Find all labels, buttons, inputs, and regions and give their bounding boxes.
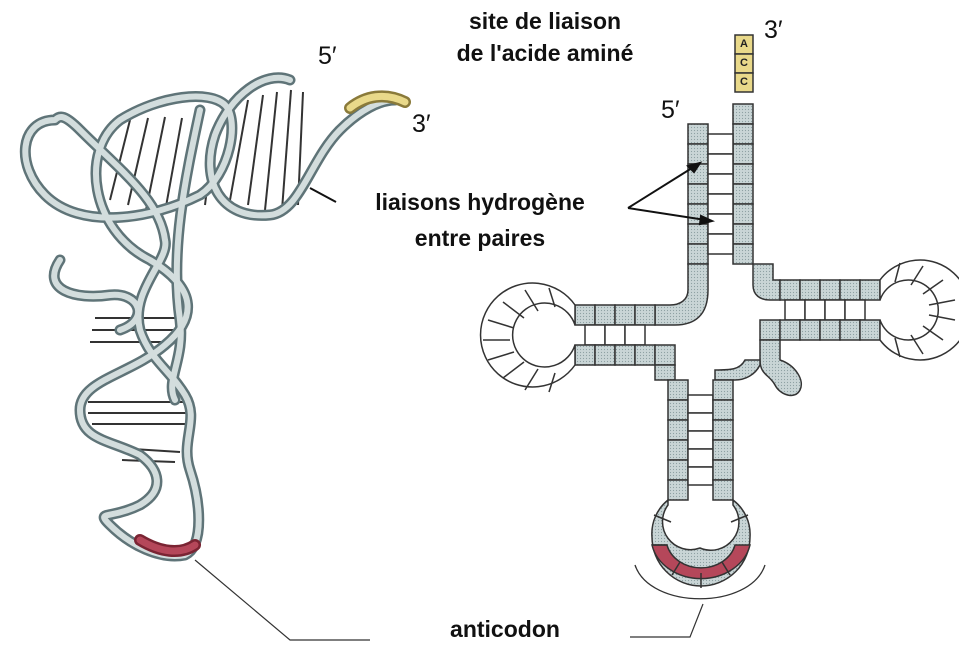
right-5prime-label: 5′ <box>661 98 680 123</box>
acceptor-stem-3prime <box>733 104 753 264</box>
d-loop <box>481 283 575 392</box>
aa-site-label-line1: site de liaison <box>425 10 665 33</box>
nucleotide-c1: C <box>735 54 753 73</box>
t-arm-pairs <box>785 300 865 320</box>
nucleotide-a: A <box>735 35 753 54</box>
trna-3d-model <box>25 78 405 640</box>
anticodon-label: anticodon <box>395 618 615 641</box>
d-arm-stem-top <box>575 305 655 325</box>
d-arm-stem-bottom <box>575 345 675 365</box>
nucleotide-c2: C <box>735 73 753 92</box>
anticodon-pointer-right <box>630 604 703 637</box>
t-loop <box>880 260 959 360</box>
anticodon-stem-pairs <box>688 395 713 485</box>
backbone-strands <box>25 78 395 556</box>
hbond-label-line2: entre paires <box>335 227 625 250</box>
variable-loop <box>760 340 801 395</box>
aa-site-label-line2: de l'acide aminé <box>425 42 665 65</box>
acceptor-stem-5prime <box>688 124 708 264</box>
anticodon-stem-left <box>668 380 688 500</box>
strand-junction <box>655 264 708 325</box>
left-5prime-label: 5′ <box>318 44 337 69</box>
anticodon-stem-right <box>713 380 733 500</box>
trna-cloverleaf <box>481 35 959 588</box>
acceptor-stem-pairs <box>708 134 733 254</box>
anticodon-pointer-left <box>195 560 370 640</box>
anticodon-loop <box>652 500 750 588</box>
left-3prime-label: 3′ <box>412 112 431 137</box>
right-3prime-label: 3′ <box>764 18 783 43</box>
t-arm-stem-bottom <box>760 320 880 340</box>
d-arm-pairs <box>585 325 645 345</box>
t-arm-stem-top <box>780 280 880 300</box>
hbond-label-line1: liaisons hydrogène <box>335 191 625 214</box>
